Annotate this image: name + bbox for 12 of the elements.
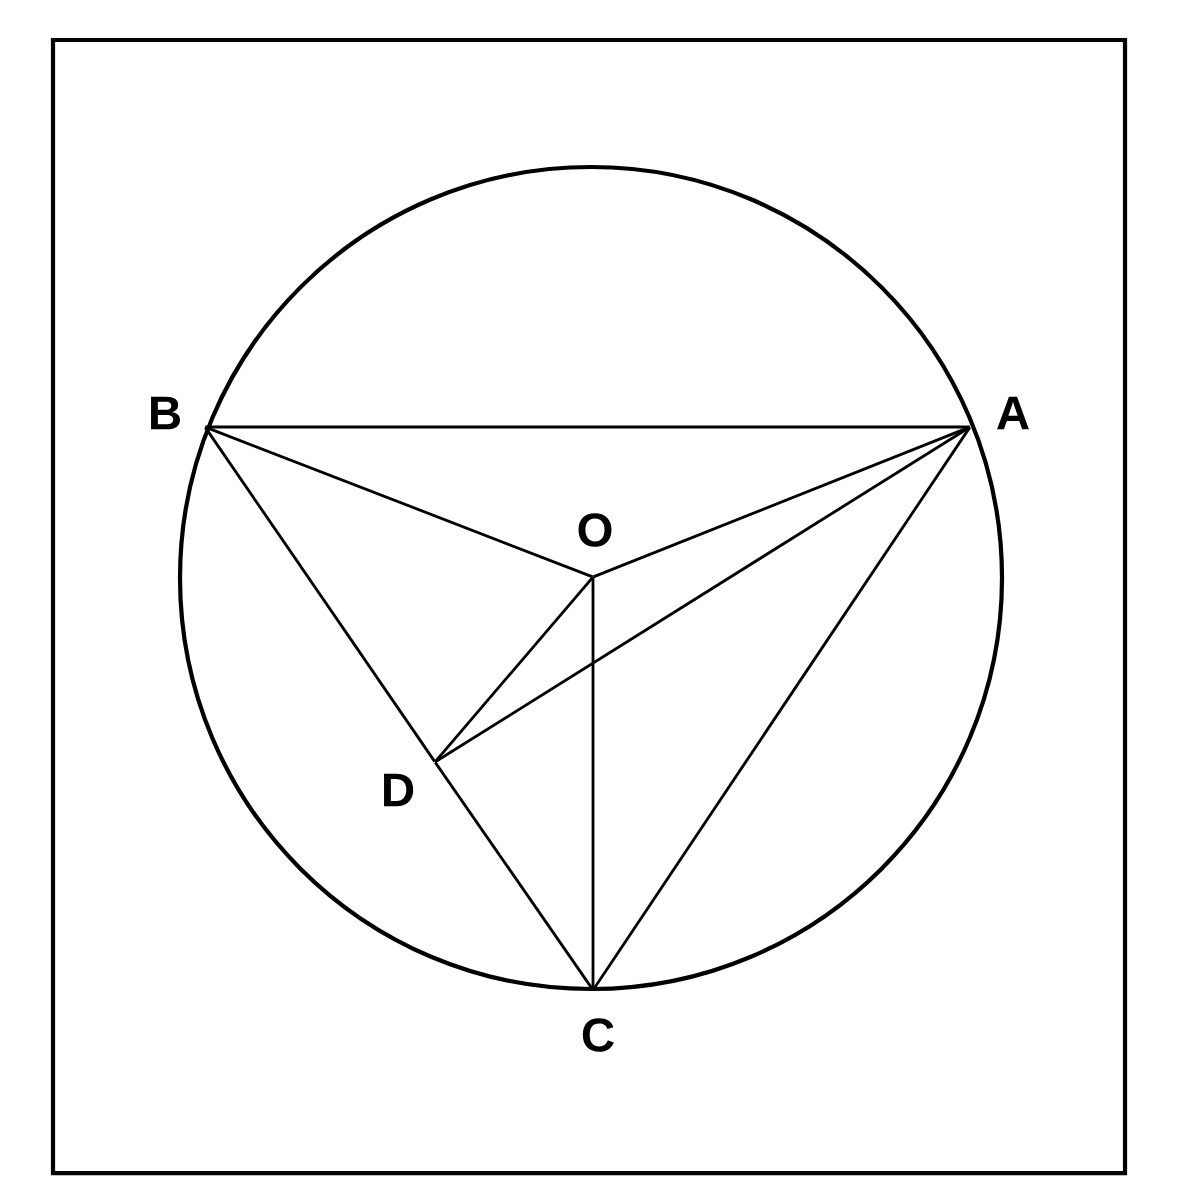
line-segment — [204, 425, 594, 579]
line-segment — [592, 425, 971, 579]
point-label: O — [578, 513, 612, 547]
line-segment — [205, 425, 970, 429]
point-label: C — [582, 1018, 614, 1052]
line-segment — [434, 426, 971, 763]
line-segment — [204, 426, 436, 763]
point-label: D — [384, 773, 414, 807]
point-label: B — [151, 396, 180, 430]
line-segment — [434, 576, 594, 763]
point-label: A — [997, 396, 1029, 430]
line-segment — [591, 577, 595, 990]
